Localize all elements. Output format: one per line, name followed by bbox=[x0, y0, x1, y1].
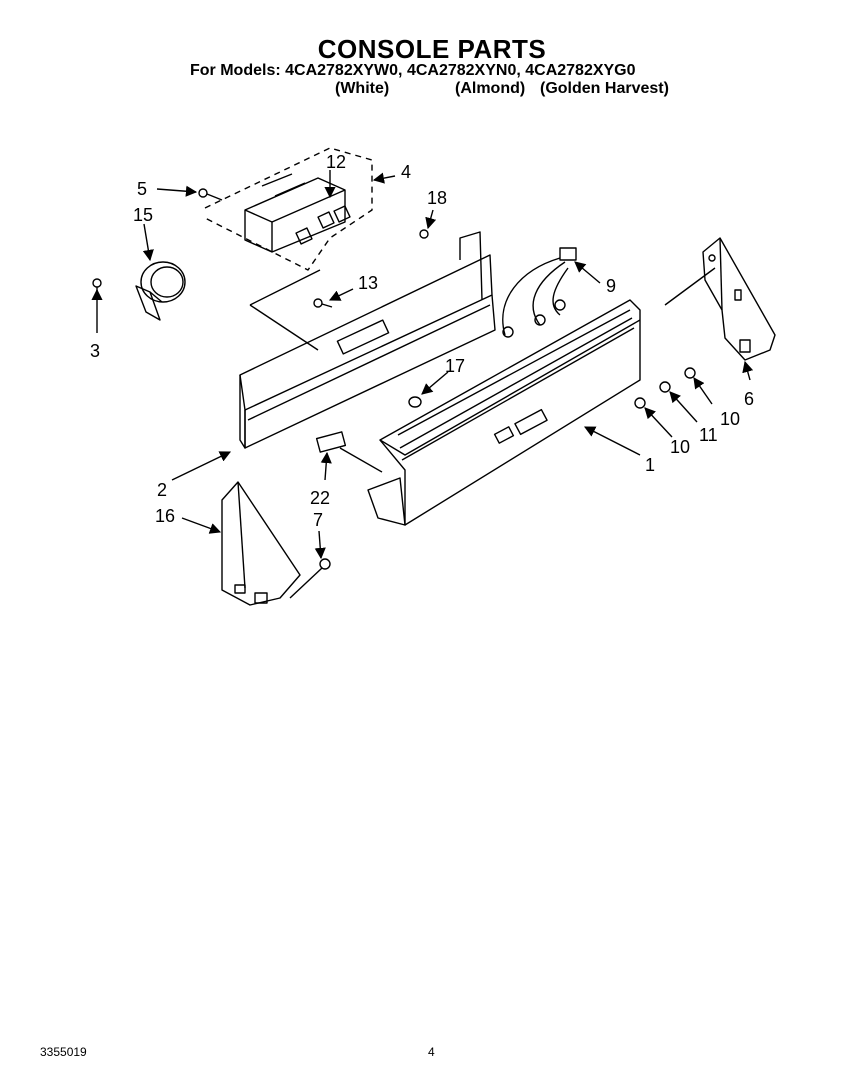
callout-22: 22 bbox=[310, 488, 330, 508]
page-title: CONSOLE PARTS bbox=[317, 34, 547, 64]
screw-part-10a bbox=[684, 367, 696, 379]
callout-11: 11 bbox=[699, 425, 718, 445]
console-panel-part-1 bbox=[367, 299, 641, 526]
screw-part-11 bbox=[659, 381, 671, 393]
callout-12: 12 bbox=[326, 152, 346, 172]
callout-17: 17 bbox=[445, 356, 465, 376]
color-almond-label: (Almond) bbox=[455, 80, 526, 97]
callout-7: 7 bbox=[313, 510, 323, 530]
screw-part-13 bbox=[313, 298, 333, 308]
callout-13: 13 bbox=[358, 273, 378, 293]
switch-assembly-part-4 bbox=[204, 147, 373, 271]
mounting-bracket-part-2 bbox=[239, 231, 496, 449]
screw-part-18 bbox=[419, 229, 429, 239]
models-line: For Models: 4CA2782XYW0, 4CA2782XYN0, 4C… bbox=[190, 62, 636, 79]
end-cap-part-6 bbox=[702, 237, 776, 361]
callout-10a: 10 bbox=[720, 409, 740, 429]
color-white-label: (White) bbox=[335, 80, 390, 97]
exploded-parts-diagram: 5 15 3 12 4 18 13 9 17 2 1 6 10 11 10 22… bbox=[90, 147, 776, 606]
control-part-15 bbox=[135, 261, 186, 321]
callout-6: 6 bbox=[744, 389, 754, 409]
callout-15: 15 bbox=[133, 205, 153, 225]
callout-2: 2 bbox=[157, 480, 167, 500]
callout-3: 3 bbox=[90, 341, 100, 361]
callout-16: 16 bbox=[155, 506, 175, 526]
callout-4: 4 bbox=[401, 162, 411, 182]
color-golden-label: (Golden Harvest) bbox=[540, 80, 669, 97]
screw-part-7 bbox=[289, 558, 331, 599]
wire-harness-part-9 bbox=[502, 247, 577, 338]
nut-part-17 bbox=[408, 396, 422, 408]
callout-5: 5 bbox=[137, 179, 147, 199]
callout-9: 9 bbox=[606, 276, 616, 296]
clip-part-22 bbox=[315, 431, 383, 473]
screw-part-5 bbox=[198, 188, 223, 201]
callout-1: 1 bbox=[645, 455, 655, 475]
callout-10b: 10 bbox=[670, 437, 690, 457]
end-cap-part-16 bbox=[221, 481, 301, 606]
screw-part-10b bbox=[634, 397, 646, 409]
page-number: 4 bbox=[428, 1045, 435, 1059]
callout-18: 18 bbox=[427, 188, 447, 208]
document-number: 3355019 bbox=[40, 1045, 87, 1059]
